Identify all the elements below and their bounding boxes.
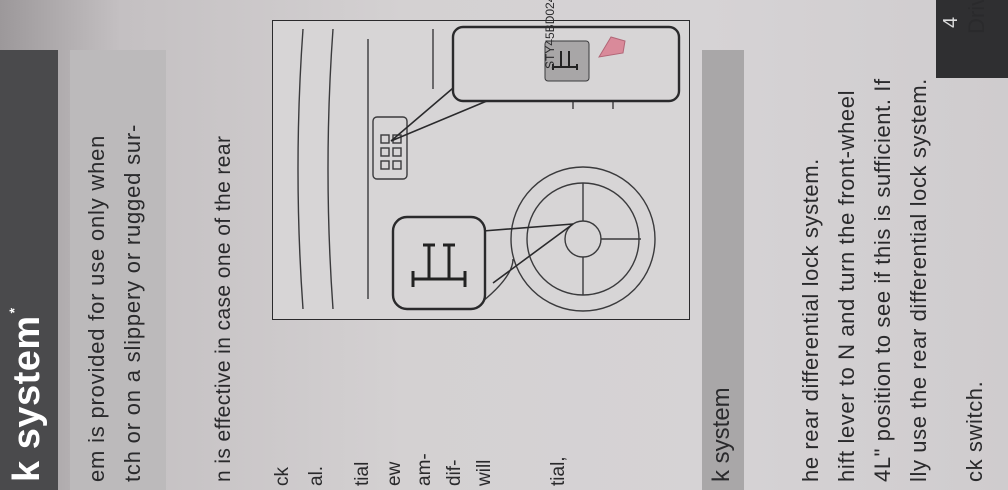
body-line-1: he rear differential lock system. — [798, 158, 823, 482]
body-line-3: 4L" position to see if this is sufficien… — [870, 78, 895, 482]
section-heading-right: Driving — [964, 0, 990, 34]
caution-box: em is provided for use only when tch or … — [70, 50, 166, 490]
figure-code: STY45BD024 — [543, 0, 557, 69]
fragment-7: will — [474, 459, 495, 486]
fragment-5: am- — [414, 453, 435, 486]
body-line-2: hift lever to N and turn the front-wheel — [834, 89, 859, 482]
fragment-3: tial — [352, 461, 373, 486]
intro-line-1: n is effective in case one of the rear — [212, 135, 235, 482]
fragment-4: ew — [384, 461, 405, 486]
dashboard-illustration: STY45BD024 — [272, 0, 690, 320]
body-line-5: ck switch. — [962, 380, 987, 482]
fragment-1: ck — [272, 467, 293, 486]
body-line-4: lly use the rear differential lock syste… — [906, 78, 931, 482]
section-title: k system — [708, 387, 735, 482]
caution-line-2: tch or on a slippery or rugged sur- — [120, 123, 145, 482]
fragment-2: al. — [306, 465, 327, 486]
dashboard-drawing — [297, 25, 681, 312]
fragment-8: tial, — [548, 456, 569, 486]
fragment-6: dif- — [444, 459, 465, 486]
title-mark: * — [6, 307, 22, 314]
caution-line-1: em is provided for use only when — [84, 134, 109, 482]
page-tab-number: 4 — [940, 16, 962, 28]
title-bar: k system* — [0, 50, 58, 490]
page-title: k system* — [6, 307, 49, 482]
section-title-bar: k system — [702, 50, 744, 490]
page-title-text: k system — [6, 315, 48, 482]
